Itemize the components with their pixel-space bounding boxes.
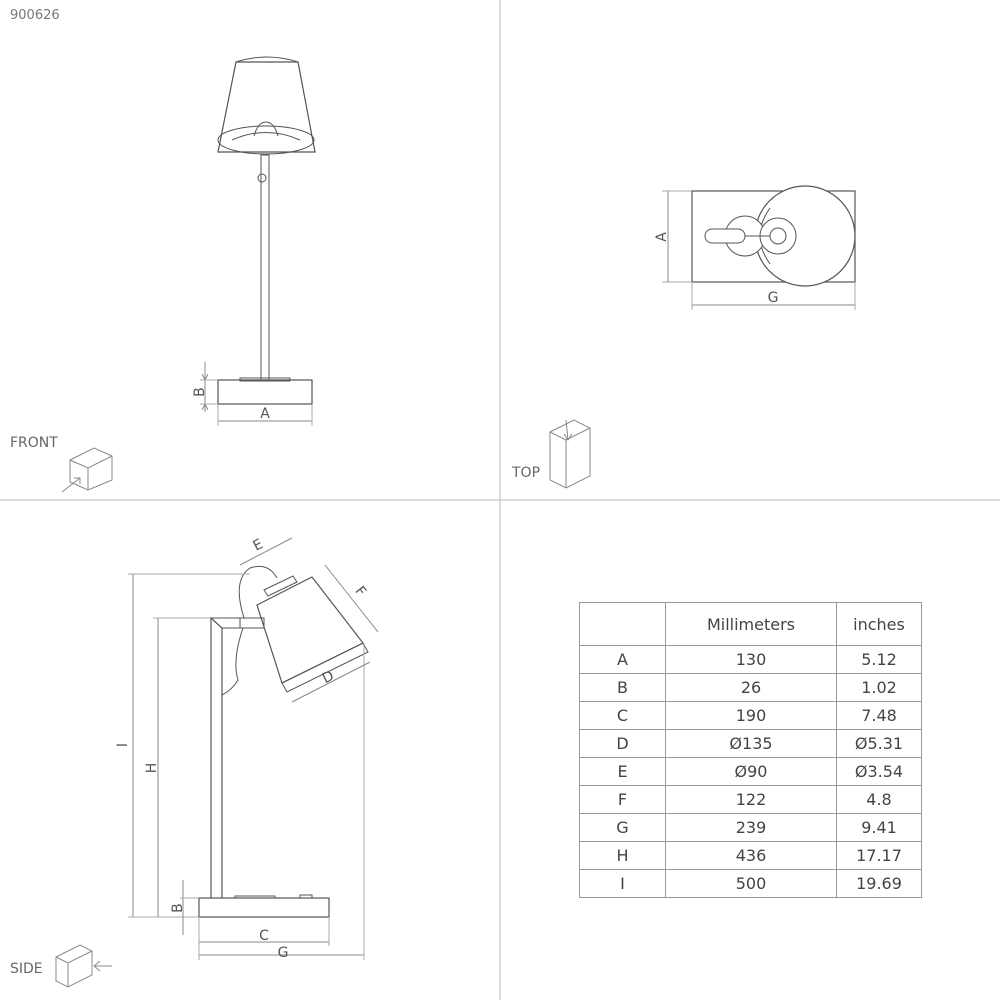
dimension-letter: D (579, 729, 666, 758)
header-cell (579, 602, 666, 646)
dimension-letter: E (579, 757, 666, 786)
bulb (253, 121, 279, 137)
millimeters-value: 122 (665, 785, 837, 814)
dim-d-label: D (320, 668, 337, 687)
millimeters-value: 190 (665, 701, 837, 730)
cable (221, 627, 244, 696)
inches-value: 9.41 (836, 813, 922, 842)
dimension-letter: C (579, 701, 666, 730)
dim-f-label: F (351, 583, 369, 599)
side-view: I H B C G E F D SIDE (10, 536, 379, 988)
inches-value: 1.02 (836, 673, 922, 702)
lamp-shade (217, 61, 316, 153)
front-view: B A FRONT (10, 56, 316, 493)
base (198, 897, 330, 918)
shade-cap (263, 575, 298, 597)
front-view-label: FRONT (10, 435, 58, 451)
millimeters-value: 239 (665, 813, 837, 842)
dimension-letter: A (579, 645, 666, 674)
dimension-letter: G (579, 813, 666, 842)
stem (210, 616, 223, 898)
header-millimeters: Millimeters (665, 602, 837, 646)
dimension-letter: F (579, 785, 666, 814)
dimension-letter: I (579, 869, 666, 898)
dim-i-label: I (115, 743, 131, 747)
dim-h-label: H (144, 763, 160, 774)
inches-value: Ø3.54 (836, 757, 922, 786)
front-view-cube-icon (61, 447, 113, 493)
inches-value: 7.48 (836, 701, 922, 730)
millimeters-value: 500 (665, 869, 837, 898)
inches-value: 4.8 (836, 785, 922, 814)
millimeters-value: Ø135 (665, 729, 837, 758)
product-code: 900626 (10, 8, 60, 23)
dim-c-label: C (259, 928, 269, 944)
table-header-row: Millimeters inches (579, 602, 922, 646)
dim-b-label: B (170, 903, 186, 913)
inches-value: 19.69 (836, 869, 922, 898)
inches-value: 5.12 (836, 645, 922, 674)
dim-a-label: A (654, 232, 670, 242)
dim-e-label: E (251, 536, 266, 554)
top-view: A G TOP (511, 185, 856, 489)
side-view-label: SIDE (10, 961, 43, 977)
millimeters-value: 130 (665, 645, 837, 674)
dimension-letter: B (579, 673, 666, 702)
dimension-letter: H (579, 841, 666, 870)
millimeters-value: Ø90 (665, 757, 837, 786)
inches-value: 17.17 (836, 841, 922, 870)
switch (257, 173, 267, 183)
base (217, 379, 313, 405)
dim-g-label: G (278, 945, 289, 961)
stem (260, 154, 270, 381)
side-view-cube-icon (55, 944, 112, 988)
top-view-label: TOP (511, 465, 540, 481)
header-inches: inches (836, 602, 922, 646)
inches-value: Ø5.31 (836, 729, 922, 758)
dim-b-label: B (192, 387, 208, 397)
dim-g-label: G (768, 290, 779, 306)
millimeters-value: 26 (665, 673, 837, 702)
dim-a-label: A (260, 406, 270, 422)
millimeters-value: 436 (665, 841, 837, 870)
top-view-cube-icon (549, 419, 591, 489)
